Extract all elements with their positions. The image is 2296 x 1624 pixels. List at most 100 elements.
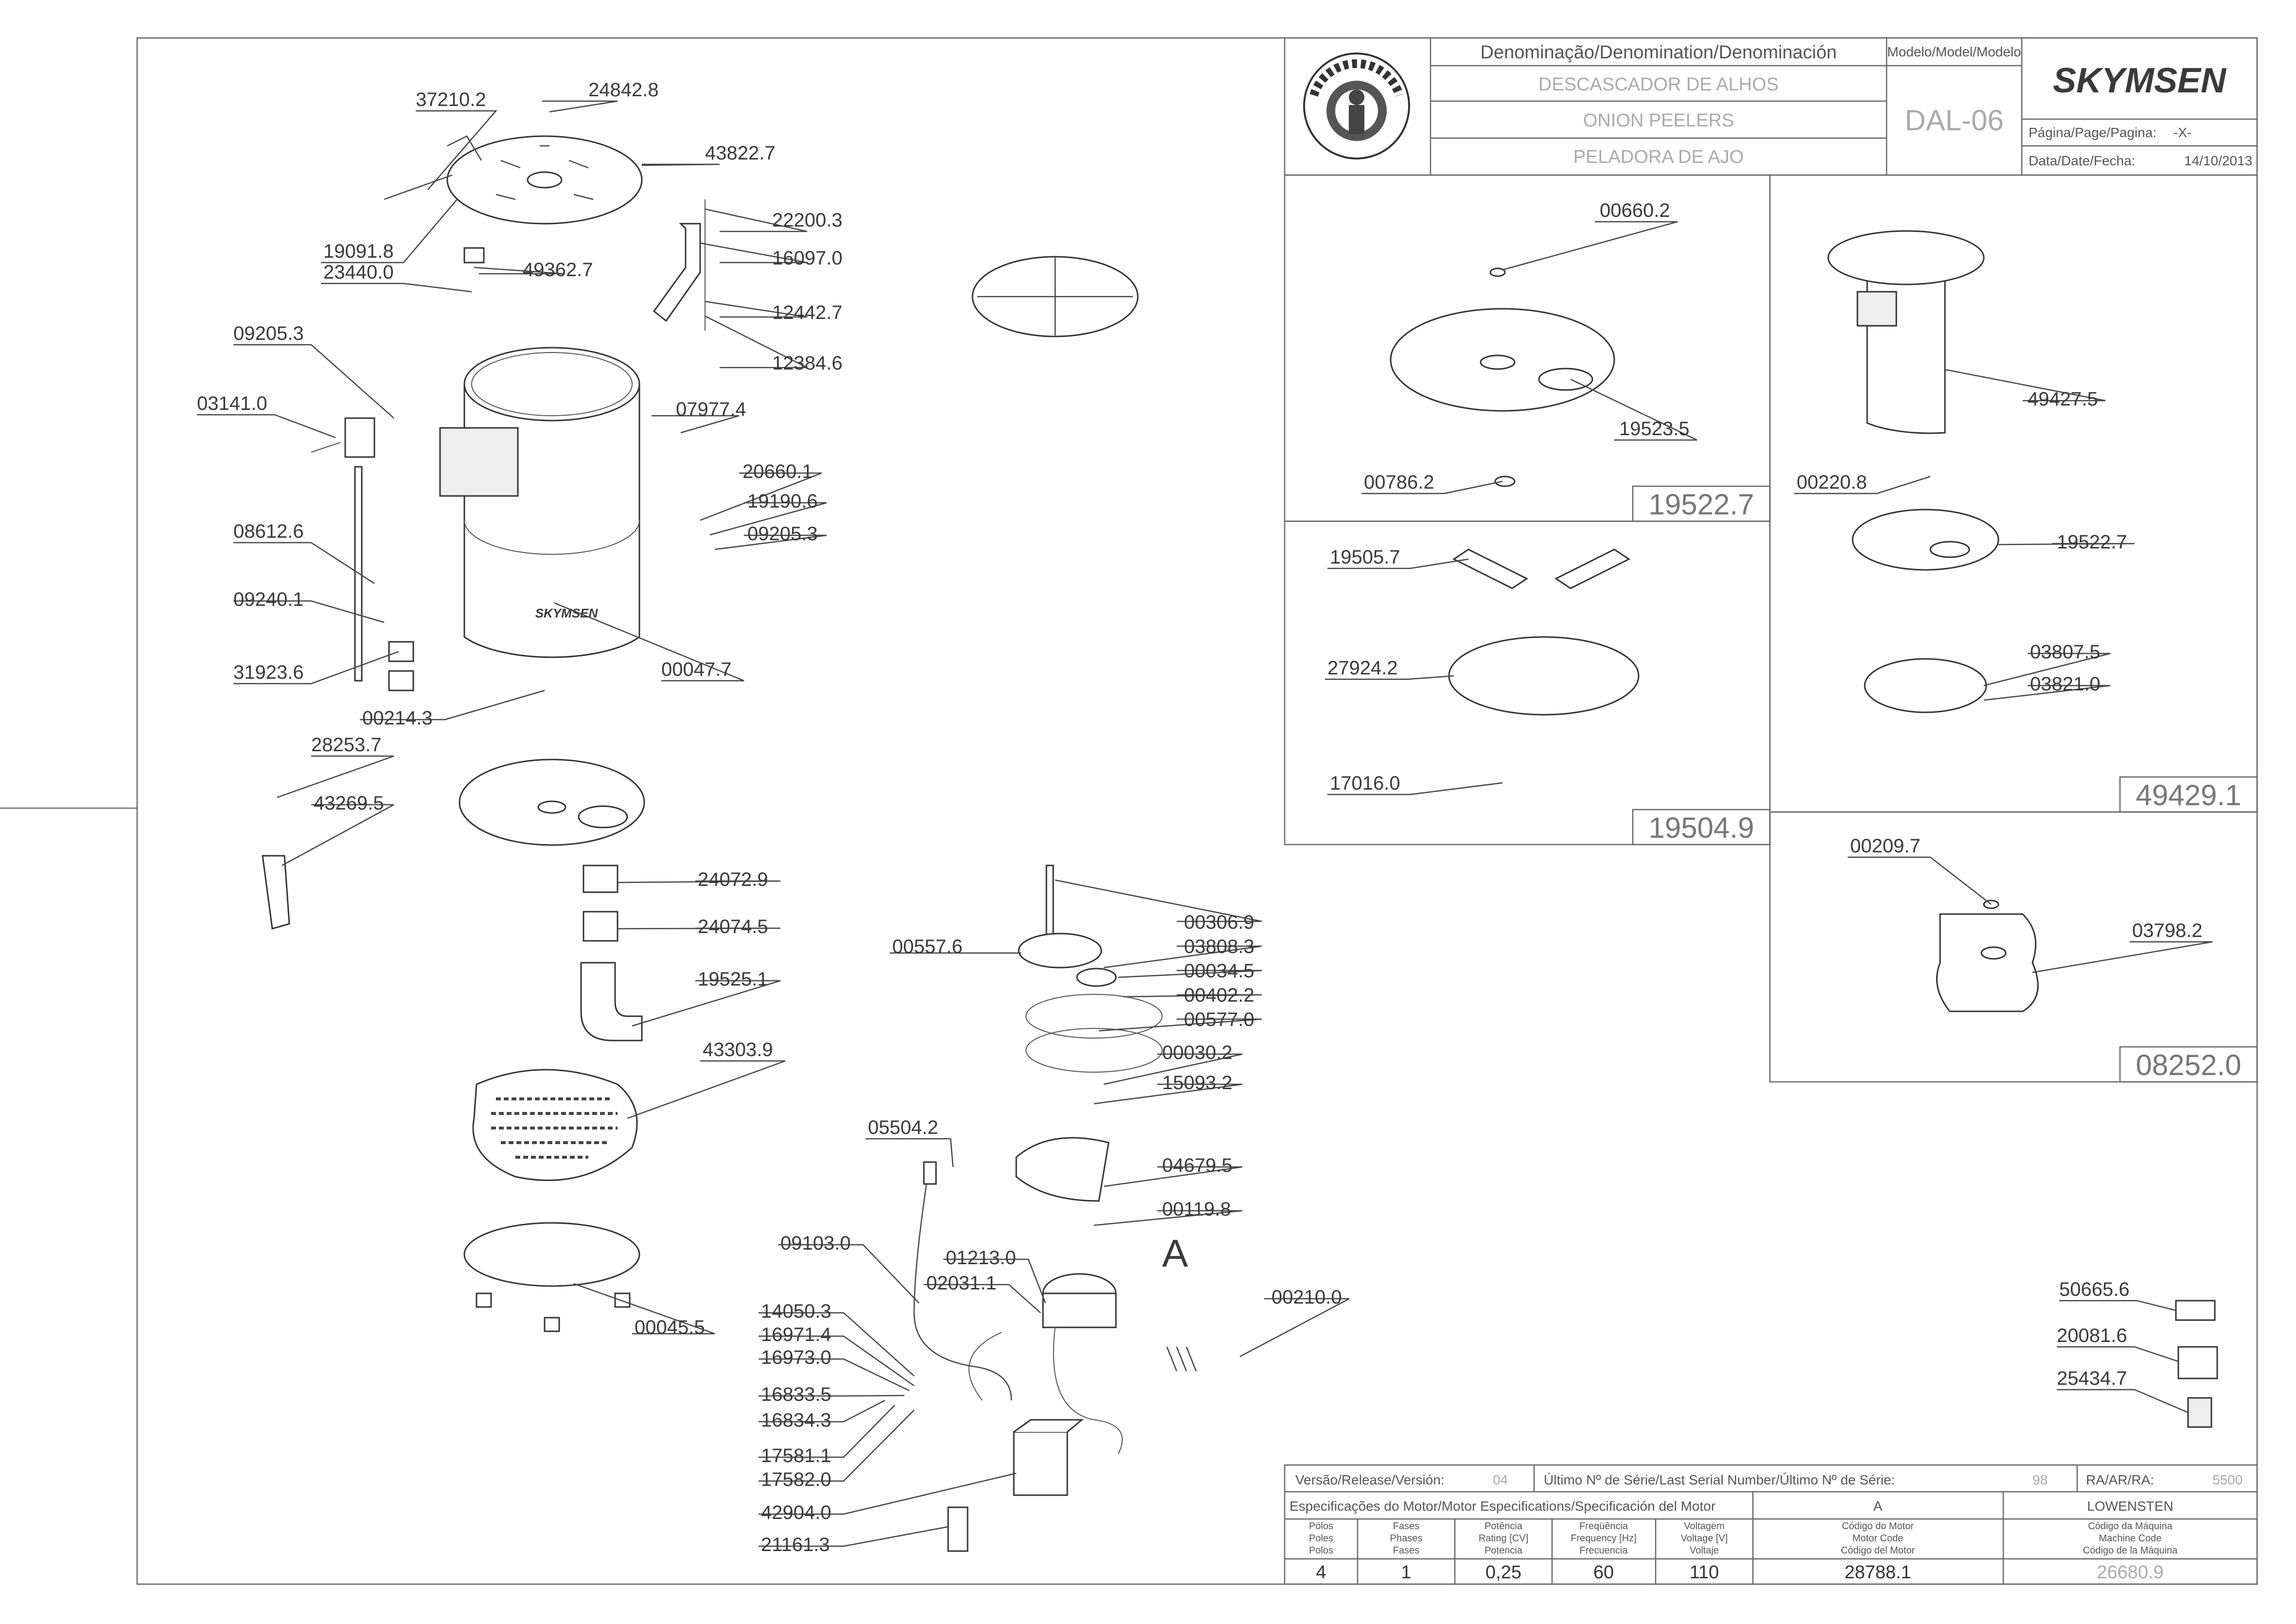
col-header: Código da Máquina [2088,1521,2172,1532]
part-callout: 00214.3 [362,707,433,729]
motor-maker: LOWENSTEN [2087,1499,2173,1514]
col-header: Machine Code [2099,1533,2162,1544]
product-name-es: PELADORA DE AJO [1573,147,1744,167]
wires-part [1166,1346,1197,1372]
perforated-disc-part [472,1069,638,1181]
part-callout: 00045.5 [635,1317,705,1338]
base-plate-part [459,759,645,846]
motor-winding: A [1873,1499,1883,1514]
authorized-service-seal [1303,53,1410,159]
part-callout: 22200.3 [772,210,843,231]
subassembly-id: 19522.7 [1649,488,1754,521]
cross-disc-part [971,256,1139,337]
part-callout: 16834.3 [761,1410,831,1431]
part-callout: 17016.0 [1330,773,1400,794]
part-callout: 12442.7 [772,302,843,323]
motor-rating-value: 0,25 [1485,1562,1521,1583]
part-callout: 37210.2 [416,89,486,110]
part-callout: 07977.4 [676,399,746,420]
machine-code-value: 26680.9 [2097,1562,2163,1583]
part-callout: 04679.5 [1162,1155,1233,1176]
part-callout: 12384.6 [772,353,843,374]
main-parts: SKYMSEN [262,135,2218,1552]
col-header: Voltagem [1684,1521,1724,1532]
part-callout: 00220.8 [1797,472,1867,493]
part-callout: 00660.2 [1600,200,1670,221]
col-header: Rating [CV] [1479,1533,1528,1544]
part-callout: 02031.1 [926,1272,997,1294]
col-header: Potencia [1484,1545,1523,1556]
motor-phases-value: 1 [1401,1562,1411,1583]
part-callout: 19190.6 [747,491,818,512]
product-name-en: ONION PEELERS [1583,110,1734,131]
contactor-part [1013,1419,1084,1496]
version-value: 04 [1493,1472,1508,1487]
model-code: DAL-06 [1905,104,2003,137]
part-callout: 24842.8 [588,79,659,101]
part-callout: 00047.7 [661,659,732,680]
part-callout: 14050.3 [761,1301,831,1322]
title-block: Denominação/Denomination/Denominación DE… [1284,37,2258,176]
motor-code-value: 28788.1 [1844,1562,1911,1583]
col-header: Poles [1309,1533,1333,1544]
part-callout: 00786.2 [1364,472,1434,493]
ra-label: RA/AR/RA: [2086,1472,2154,1487]
part-callout: 00577.0 [1184,1009,1254,1030]
part-callout: 49362.7 [523,259,593,281]
valve-assembly-part [311,417,414,691]
serial-label: Último Nº de Série/Last Serial Number/Úl… [1544,1472,1895,1487]
subassembly-id: 19504.9 [1649,812,1754,844]
part-callout: 03798.2 [2132,920,2203,941]
part-callout: 24072.9 [698,869,768,890]
part-callout: 17581.1 [761,1445,831,1466]
col-header: Frecuencia [1580,1545,1628,1556]
part-callout: 09240.1 [233,589,304,610]
part-callout: 03807.5 [2030,641,2101,663]
part-callout: 19523.5 [1619,418,1690,440]
part-callout: 16833.5 [761,1384,831,1405]
power-cord-part [913,1169,1012,1401]
part-callout: 00034.5 [1184,960,1254,982]
part-callout: 03821.0 [2030,673,2101,695]
part-callout: 49427.5 [2028,388,2098,410]
motor-spec-table: Versão/Release/Versión: 04 Último Nº de … [1284,1464,2258,1585]
col-header: Frequency [Hz] [1571,1533,1637,1544]
model-header: Modelo/Model/Modelo [1887,44,2021,59]
col-header: Fases [1393,1521,1419,1532]
denomination-header: Denominação/Denomination/Denominación [1481,42,1837,63]
part-callout: 19525.1 [698,969,768,990]
label-sticker-part [2175,1300,2216,1321]
part-callout: 16971.4 [761,1324,831,1345]
col-header: Código de la Máquina [2083,1545,2178,1556]
part-callout: 50665.6 [2059,1279,2130,1300]
date-value: 14/10/2013 [2184,153,2252,168]
subassembly-panels: 19522.7 19504.9 49429.1 08252.0 [1284,174,2258,1083]
callout-leaders [197,100,2213,1547]
col-header: Código del Motor [1841,1545,1915,1556]
subassembly-id: 49429.1 [2136,779,2242,812]
label-sticker-part [2187,1397,2212,1428]
part-callout: 03808.3 [1184,936,1254,957]
col-header: Potência [1484,1521,1523,1532]
bracket-part [653,199,706,331]
part-callout: 00209.7 [1850,835,1921,857]
motor-spec-header: Especificações do Motor/Motor Especifica… [1289,1499,1715,1514]
part-callout: 17582.0 [761,1469,831,1490]
brand-logo: SKYMSEN [2053,61,2227,100]
part-callout: 16097.0 [772,247,843,269]
part-callout: 01213.0 [946,1247,1016,1269]
col-header: Polos [1309,1545,1333,1556]
motor-voltage-value: 110 [1690,1562,1719,1583]
part-callout: 24074.5 [698,916,768,937]
subassembly-id: 08252.0 [2136,1049,2242,1081]
subassembly-drawings [1390,230,2039,1012]
motor-frequency-value: 60 [1593,1562,1614,1583]
page-value: -X- [2173,125,2191,140]
part-callout: 15093.2 [1162,1072,1233,1094]
col-header: Pólos [1309,1521,1333,1532]
main-drum-part: SKYMSEN [439,347,640,658]
part-callout: 27924.2 [1327,657,1398,679]
ra-value: 5500 [2212,1472,2243,1487]
product-name-pt: DESCASCADOR DE ALHOS [1538,74,1779,95]
